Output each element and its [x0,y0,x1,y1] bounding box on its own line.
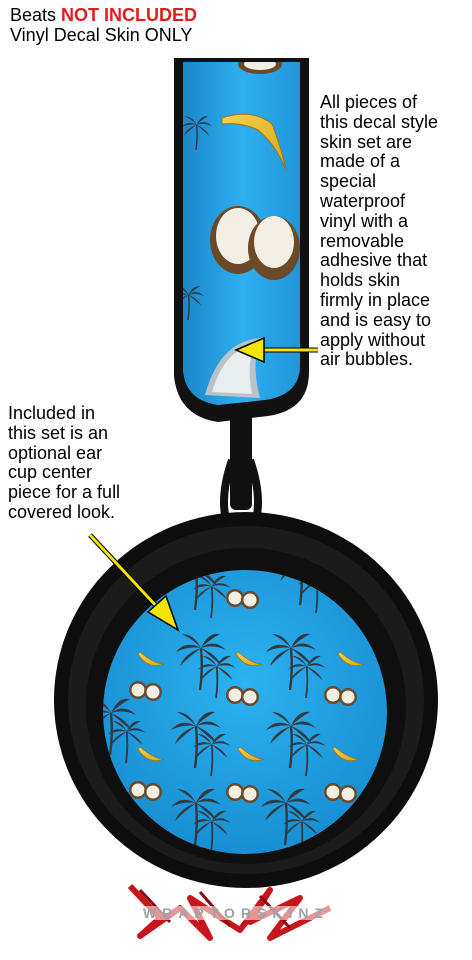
pointer-arrow [88,533,180,632]
note-line: holds skin [320,270,401,291]
note-line: apply without [320,329,426,350]
headband-skin [183,62,300,405]
note-line: piece for a full [8,482,121,503]
note-line: Included in [8,403,96,423]
headband-arm [230,410,252,510]
note-line: adhesive that [320,250,428,271]
note-line: vinyl with a [320,210,409,231]
note-line: this set is an [8,422,109,443]
note-line: and is easy to [320,309,432,330]
note-line: special [320,171,377,192]
note-line: air bubbles. [320,349,414,370]
title-prefix: Beats [10,5,57,25]
note-line: All pieces of [320,92,418,112]
note-line: firmly in place [320,289,431,310]
note-line: covered look. [8,501,116,522]
note-line: waterproof [320,190,406,211]
product-title: Beats NOT INCLUDED Vinyl Decal Skin ONLY [10,5,198,46]
not-included-label: NOT INCLUDED [61,5,198,25]
ear-cup-piece-note: Included in this set is an optional ear … [8,403,121,523]
note-line: cup center [8,462,93,483]
watermark-text: WRAPTORSKINZ [143,905,329,921]
waterproof-vinyl-note: All pieces of this decal style skin set … [320,92,439,370]
note-line: made of a [320,151,401,172]
note-line: skin set are [320,131,413,152]
pointer-arrow [234,336,318,364]
ear-cup-skin [103,570,387,854]
note-line: removable [320,230,405,251]
note-line: optional ear [8,442,103,463]
wraptorskinz-logo: WRAPTORSKINZ [40,883,432,941]
title-subline: Vinyl Decal Skin ONLY [10,24,193,45]
note-line: this decal style [320,111,439,132]
